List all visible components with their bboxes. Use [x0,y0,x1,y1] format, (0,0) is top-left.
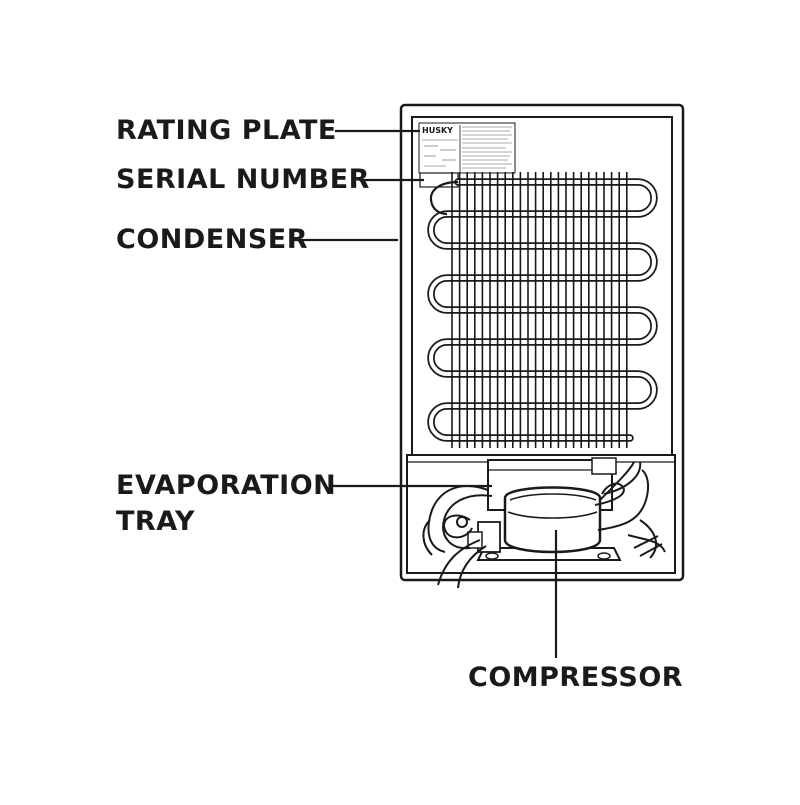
rating-plate-fine-print [422,126,512,169]
rating-plate-brand: HUSKY [422,126,453,135]
cabinet-outline [399,103,685,582]
compressor [467,486,622,561]
condenser-label: CONDENSER [116,224,308,255]
evaporation-tray-label: EVAPORATION TRAY [116,468,336,540]
leader-lines [293,129,558,658]
evaporation-tray-label-line1: EVAPORATION [116,470,337,501]
condenser-coil [427,172,658,448]
serial-number-label: SERIAL NUMBER [116,164,370,195]
compressor-piping [594,461,666,559]
compressor-label: COMPRESSOR [468,662,684,693]
evaporation-tray-label-line2: TRAY [116,506,196,537]
condenser-wires [451,172,628,448]
rating-plate-label: RATING PLATE [116,115,337,146]
wiring-bundle [422,485,493,589]
rating-plate: HUSKY [418,122,516,174]
